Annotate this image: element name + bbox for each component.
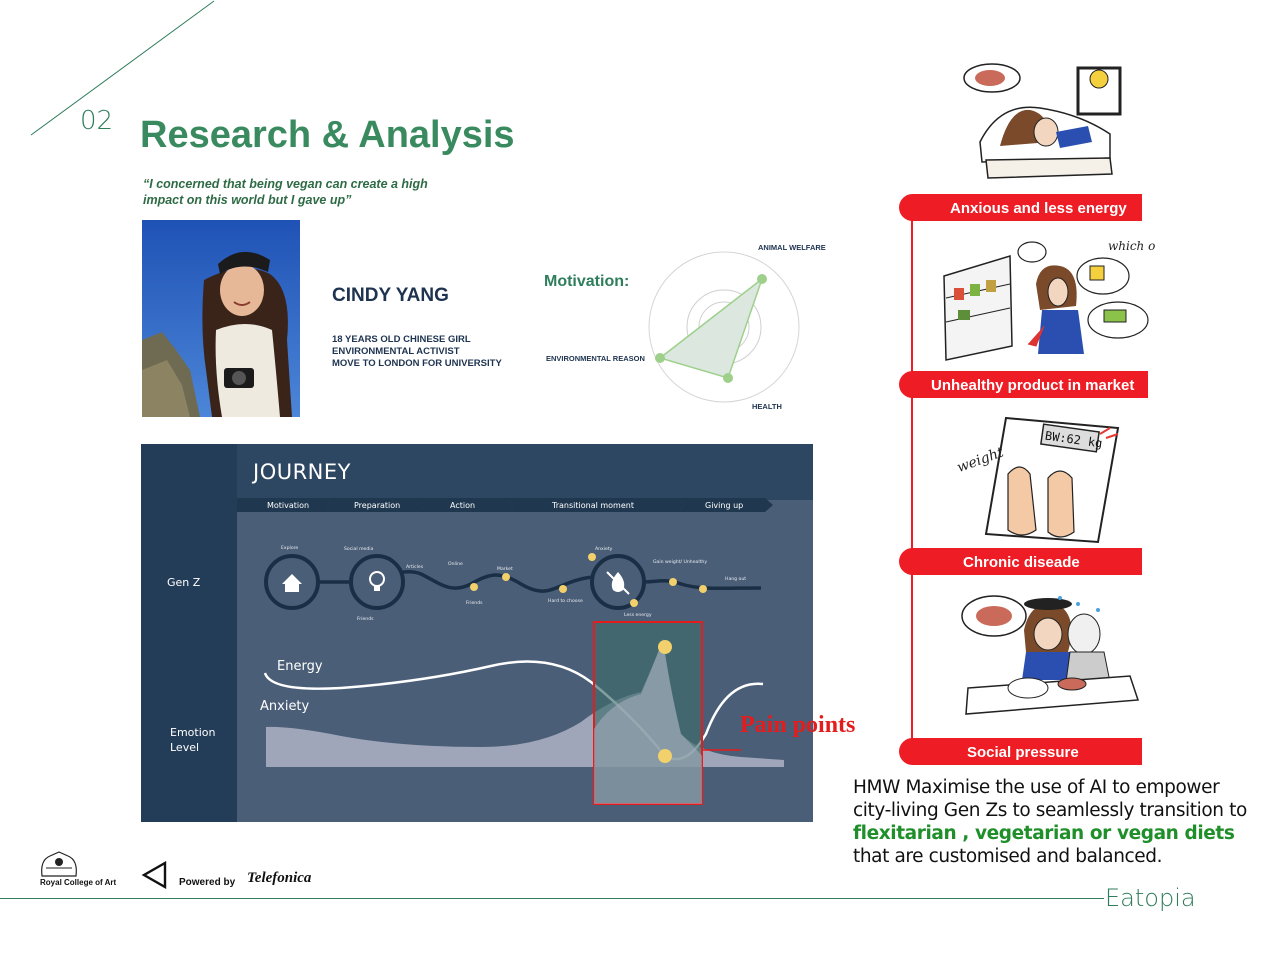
radar-point-environmental [655,353,665,363]
hmw-tail: that are customised and balanced. [853,846,1163,867]
touchpoint-label: Anxiety [595,546,613,552]
pain-low-dot [658,749,672,763]
stage-label-preparation: Preparation [354,501,400,510]
persona-details: 18 YEARS OLD CHINESE GIRL ENVIRONMENTAL … [332,334,502,370]
radar-label-health: HEALTH [752,402,782,411]
rca-crest-icon [41,851,77,877]
pain-label-social-pressure: Social pressure [899,738,1142,765]
pain-label-unhealthy-product: Unhealthy product in market [899,371,1148,398]
motivation-radar [648,251,800,403]
telefonica-logo: Telefonica [247,870,312,886]
anxiety-curve [266,639,784,767]
section-number: 02 [80,106,114,136]
touchpoint-label: Market [497,566,513,572]
triangle-logo-icon [141,861,167,889]
home-icon [282,574,302,592]
touchpoint-label: Friends [466,600,483,606]
stage-arrow-motivation [237,498,332,512]
radar-label-environmental: ENVIRONMENTAL REASON [546,354,645,363]
touchpoint-dot [588,553,596,561]
persona-photo [142,220,300,417]
illustration-supermarket: which one ?? [943,239,1155,361]
persona-detail-role: ENVIRONMENTAL ACTIVIST [332,346,460,357]
touchpoint-dot [699,585,707,593]
which-one-text: which one ?? [1108,239,1155,253]
touchpoint-label: Hard to choose [548,598,583,604]
stage-arrow-giving-up [677,498,773,512]
radar-point-animal-welfare [757,274,767,284]
journey-path [265,570,762,593]
radar-point-health [723,373,733,383]
radar-area [658,276,764,379]
energy-label: Energy [277,659,323,674]
touchpoint-label: Hang out [725,576,746,582]
journey-title: JOURNEY [253,460,351,484]
pain-points-label: Pain points [740,712,856,738]
pain-timeline-line [911,215,913,755]
stage-arrow-action [417,498,515,512]
motivation-label: Motivation: [544,273,630,290]
anxiety-label: Anxiety [260,699,310,714]
persona-quote: “I concerned that being vegan can create… [143,177,428,207]
stage-arrow-preparation [324,498,425,512]
hmw-lead: HMW Maximise the use of AI to empower ci… [853,777,1247,821]
journey-graphics: Motivation Preparation Action Transition… [237,498,784,805]
hmw-statement: HMW Maximise the use of AI to empower ci… [853,776,1253,868]
touchpoint-dot [470,583,478,591]
hmw-separator: , [956,823,975,844]
persona-detail-move: MOVE TO LONDON FOR UNIVERSITY [332,358,502,369]
illustration-social-dinner [961,595,1140,715]
brand-name: Eatopia [1105,884,1196,912]
touchpoint-label: Online [448,561,463,567]
footer-divider [0,898,1104,899]
touchpoint-dot [630,599,638,607]
pain-label-anxious: Anxious and less energy [899,194,1142,221]
stage-arrow-transitional [507,498,685,512]
journey-row-emotion: Emotion Level [170,725,215,755]
touchpoint-label: Gain weight/ Unhealthy [653,559,707,565]
pain-label-chronic-disease: Chronic diseade [899,548,1142,575]
touchpoint-label: Articles [406,564,424,570]
hmw-diet-flexitarian: flexitarian [853,823,957,844]
radar-label-animal-welfare: ANIMAL WELFARE [758,243,826,252]
journey-sidebar [141,444,237,822]
touchpoint-dot [559,585,567,593]
stage-label-action: Action [450,501,475,510]
journey-header [237,444,813,500]
energy-curve [263,660,764,761]
pain-peak-dot [658,640,672,654]
journey-map: JOURNEY Gen Z Emotion Level Motivation P… [141,444,813,822]
emotion-label-line1: Emotion [170,726,216,739]
journey-row-genz: Gen Z [167,576,201,589]
corner-diagonal-line [30,0,215,136]
touchpoint-dot [502,573,510,581]
touchpoint-label: Friends [357,616,374,622]
powered-by-text: Powered by [179,877,236,888]
touchpoint-label: Explore [281,545,298,551]
touchpoint-label: Social media [344,546,374,552]
illustration-tired-in-bed [963,63,1122,179]
page-title: Research & Analysis [140,114,515,156]
touchpoint-label: Less energy [624,612,652,618]
stage-label-giving-up: Giving up [705,501,743,510]
illustration-weight-scale: BW:62 kg weight [955,416,1120,544]
rca-logo-text: Royal College of Art [40,878,117,887]
idea-icon-circle [349,554,405,610]
persona-name: CINDY YANG [332,285,449,306]
emotion-label-line2: Level [170,741,200,754]
persona-detail-age: 18 YEARS OLD CHINESE GIRL [332,334,471,345]
touchpoint-dot [669,578,677,586]
stage-label-transitional: Transitional moment [551,501,634,510]
stage-label-motivation: Motivation [267,501,309,510]
hmw-diet-vegetarian-vegan: vegetarian or vegan diets [974,823,1235,844]
